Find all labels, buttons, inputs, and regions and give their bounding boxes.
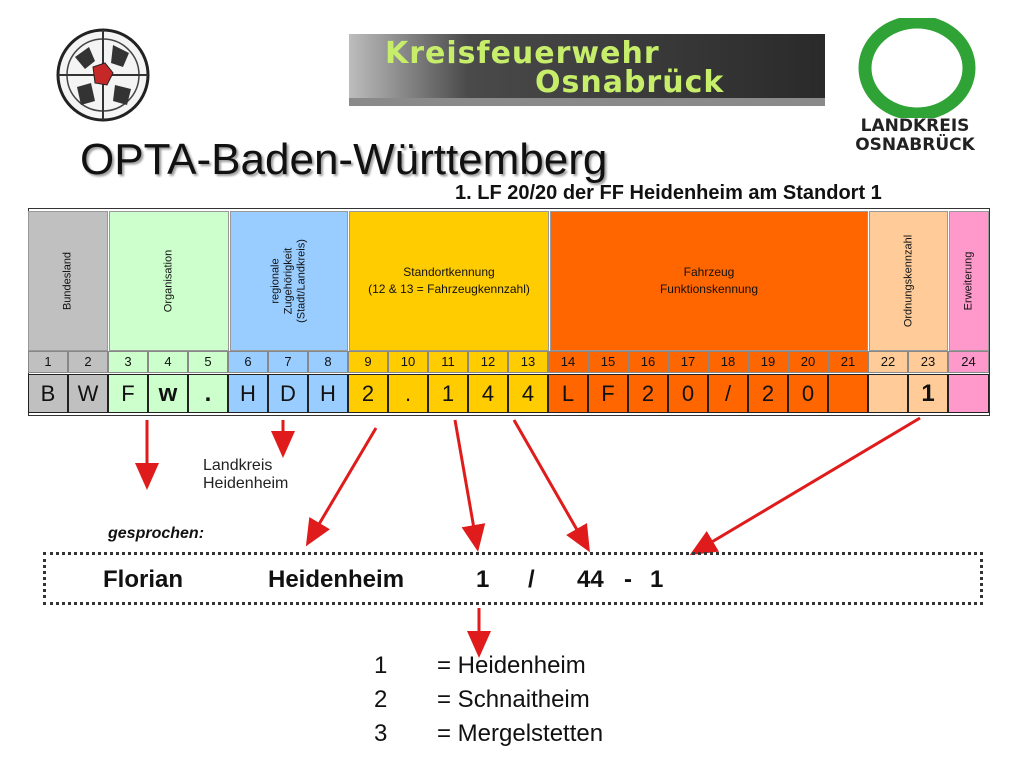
position-number-cell: 17 bbox=[668, 351, 708, 373]
group-label-line: Funktionskennung bbox=[659, 282, 759, 296]
position-number-cell: 6 bbox=[228, 351, 268, 373]
character-cell: W bbox=[68, 374, 108, 413]
character-cell: H bbox=[308, 374, 348, 413]
position-number-cell: 24 bbox=[948, 351, 989, 373]
position-number-cell: 12 bbox=[468, 351, 508, 373]
position-number-cell: 15 bbox=[588, 351, 628, 373]
banner-line-2: Osnabrück bbox=[535, 65, 725, 100]
green-ring-icon bbox=[858, 18, 976, 118]
position-number-cell: 14 bbox=[548, 351, 588, 373]
character-cell: / bbox=[708, 374, 748, 413]
position-number-cell: 8 bbox=[308, 351, 348, 373]
character-cell: . bbox=[388, 374, 428, 413]
position-number-cell: 18 bbox=[708, 351, 748, 373]
group-regional: regionale Zugehörigkeit (Stadt/Landkreis… bbox=[230, 211, 348, 351]
position-number-cell: 13 bbox=[508, 351, 548, 373]
legend-num: 1 bbox=[374, 652, 388, 679]
legend-num: 3 bbox=[374, 720, 388, 747]
group-label: Standortkennung (12 & 13 = Fahrzeugkennz… bbox=[350, 264, 548, 298]
legend-text: = Mergelstetten bbox=[437, 720, 604, 747]
position-number-cell: 20 bbox=[788, 351, 828, 373]
spoken-slash: / bbox=[528, 566, 535, 593]
group-fahrzeug: Fahrzeug Funktionskennung bbox=[550, 211, 868, 351]
character-cell bbox=[948, 374, 989, 413]
character-cell: 2 bbox=[628, 374, 668, 413]
group-label-line: (12 & 13 = Fahrzeugkennzahl) bbox=[368, 282, 530, 296]
spoken-callsign-box bbox=[43, 552, 983, 605]
note-line: Landkreis bbox=[203, 457, 273, 474]
spoken-site: 1 bbox=[476, 566, 490, 593]
spoken-label: gesprochen: bbox=[108, 525, 205, 542]
character-cell bbox=[868, 374, 908, 413]
logo-line-1: LANDKREIS bbox=[860, 116, 970, 136]
note-line: Heidenheim bbox=[203, 475, 289, 492]
character-cell: H bbox=[228, 374, 268, 413]
position-number-cell: 16 bbox=[628, 351, 668, 373]
character-cell: 1 bbox=[428, 374, 468, 413]
position-number-cell: 2 bbox=[68, 351, 108, 373]
position-number-cell: 5 bbox=[188, 351, 228, 373]
position-number-cell: 10 bbox=[388, 351, 428, 373]
position-number-cell: 23 bbox=[908, 351, 948, 373]
emblem-icon bbox=[56, 28, 150, 122]
character-cell: 1 bbox=[908, 374, 948, 413]
group-bundesland: Bundesland bbox=[28, 211, 108, 351]
character-cell: L bbox=[548, 374, 588, 413]
group-erweiterung: Erweiterung bbox=[949, 211, 989, 351]
character-cell: 0 bbox=[788, 374, 828, 413]
spoken-name: Florian bbox=[103, 566, 184, 593]
arrow-fahrzeugkennzahl bbox=[512, 419, 590, 553]
arrow-standort-1 bbox=[453, 419, 486, 552]
spoken-vehicle: 44 bbox=[577, 566, 604, 593]
group-label-line: Standortkennung bbox=[403, 265, 495, 279]
position-number-cell: 1 bbox=[28, 351, 68, 373]
character-cell: 2 bbox=[348, 374, 388, 413]
kreisfeuerwehr-banner: Kreisfeuerwehr Osnabrück bbox=[349, 34, 825, 106]
position-number-cell: 4 bbox=[148, 351, 188, 373]
character-cell: 4 bbox=[468, 374, 508, 413]
character-cell: D bbox=[268, 374, 308, 413]
landkreis-logo: LANDKREIS OSNABRÜCK bbox=[840, 18, 990, 158]
banner-background bbox=[349, 34, 825, 106]
fire-brigade-emblem bbox=[55, 27, 151, 123]
group-organisation: Organisation bbox=[109, 211, 229, 351]
arrow-ordnungskennzahl bbox=[689, 416, 921, 556]
arrow-standort-2 bbox=[305, 427, 378, 547]
character-cell: F bbox=[108, 374, 148, 413]
group-standortkennung: Standortkennung (12 & 13 = Fahrzeugkennz… bbox=[349, 211, 549, 351]
legend-num: 2 bbox=[374, 686, 388, 713]
character-cell bbox=[828, 374, 868, 413]
character-cell: 2 bbox=[748, 374, 788, 413]
character-cell: 4 bbox=[508, 374, 548, 413]
vehicle-description: 1. LF 20/20 der FF Heidenheim am Standor… bbox=[455, 182, 882, 204]
landkreis-note: Landkreis Heidenheim bbox=[203, 457, 288, 493]
character-cell: B bbox=[28, 374, 68, 413]
position-number-cell: 7 bbox=[268, 351, 308, 373]
banner-line-1: Kreisfeuerwehr bbox=[385, 36, 660, 71]
page-title: OPTA-Baden-Württemberg bbox=[80, 135, 608, 184]
position-number-cell: 3 bbox=[108, 351, 148, 373]
character-cell: w bbox=[148, 374, 188, 413]
spoken-dash: - bbox=[624, 566, 632, 593]
group-ordnungskennzahl: Ordnungskennzahl bbox=[869, 211, 948, 351]
spoken-order: 1 bbox=[650, 566, 664, 593]
position-number-cell: 9 bbox=[348, 351, 388, 373]
spoken-place: Heidenheim bbox=[268, 566, 405, 593]
position-number-cell: 19 bbox=[748, 351, 788, 373]
character-cell: F bbox=[588, 374, 628, 413]
position-number-cell: 21 bbox=[828, 351, 868, 373]
position-number-cell: 22 bbox=[868, 351, 908, 373]
logo-line-2: OSNABRÜCK bbox=[855, 135, 975, 155]
position-number-cell: 11 bbox=[428, 351, 468, 373]
character-cell: 0 bbox=[668, 374, 708, 413]
character-cell: . bbox=[188, 374, 228, 413]
legend-text: = Schnaitheim bbox=[437, 686, 590, 713]
group-label-line: Fahrzeug bbox=[683, 265, 735, 279]
group-label: Fahrzeug Funktionskennung bbox=[551, 264, 867, 298]
legend-text: = Heidenheim bbox=[437, 652, 586, 679]
